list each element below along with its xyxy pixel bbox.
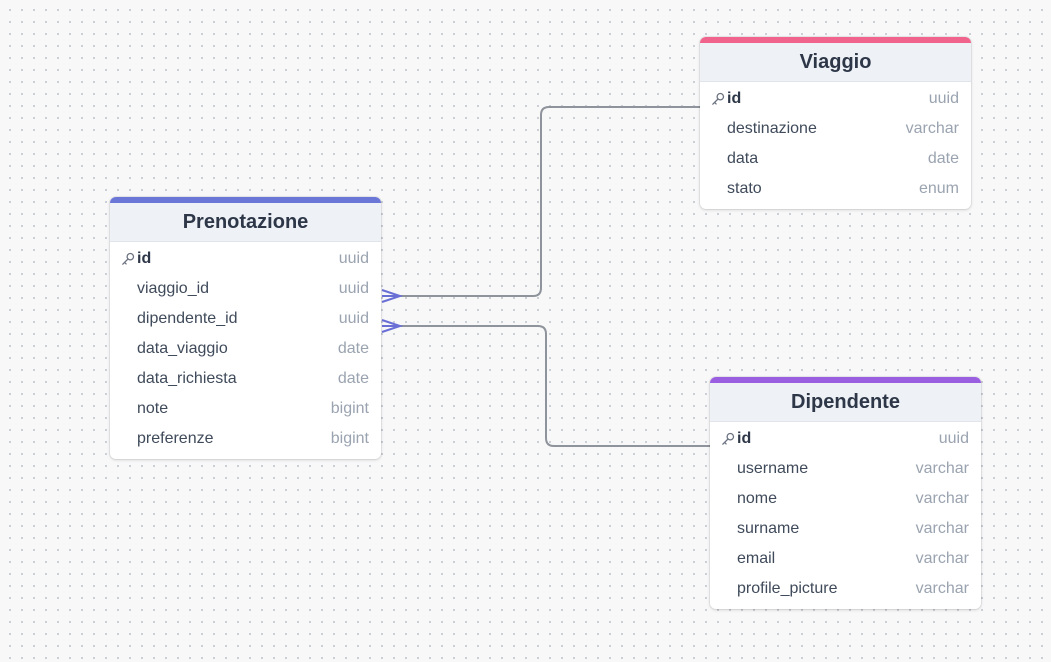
column-name: nome: [737, 490, 778, 507]
column-list: id uuid destinazione varchar data date stato en…: [700, 82, 971, 209]
table-dipendente[interactable]: Dipendente id uuid username varchar nome varc…: [710, 377, 981, 609]
column-type: uuid: [338, 250, 369, 267]
table-title: Prenotazione: [182, 210, 309, 233]
relation-line[interactable]: [381, 319, 710, 447]
column-name: stato: [727, 180, 762, 197]
table-title: Dipendente: [791, 390, 900, 413]
column-type: varchar: [915, 490, 969, 507]
column-name: surname: [737, 520, 800, 537]
column-name: username: [737, 460, 809, 477]
column-row-dipendente-id[interactable]: dipendente_id uuid: [110, 304, 381, 334]
table-header[interactable]: Prenotazione: [110, 197, 381, 242]
column-name: id: [137, 250, 152, 267]
column-type: uuid: [338, 310, 369, 327]
column-row-nome[interactable]: nome varchar: [710, 484, 981, 514]
column-type: uuid: [928, 90, 959, 107]
column-type: bigint: [330, 400, 369, 417]
column-row-profile-picture[interactable]: profile_picture varchar: [710, 574, 981, 604]
column-name: data_richiesta: [137, 370, 237, 387]
key-icon: [121, 252, 135, 266]
column-row-username[interactable]: username varchar: [710, 454, 981, 484]
column-name: data_viaggio: [137, 340, 228, 357]
table-header[interactable]: Viaggio: [700, 37, 971, 82]
crowfoot-marker: [381, 289, 404, 303]
column-row-data[interactable]: data date: [700, 144, 971, 174]
column-name: destinazione: [727, 120, 817, 137]
column-name: viaggio_id: [137, 280, 210, 297]
column-name: id: [737, 430, 752, 447]
column-name: profile_picture: [737, 580, 838, 597]
column-type: enum: [918, 180, 959, 197]
key-icon: [711, 92, 725, 106]
column-row-id[interactable]: id uuid: [110, 244, 381, 274]
column-type: varchar: [905, 120, 959, 137]
column-type: uuid: [938, 430, 969, 447]
column-row-destinazione[interactable]: destinazione varchar: [700, 114, 971, 144]
relation-line[interactable]: [381, 106, 700, 303]
column-type: varchar: [915, 580, 969, 597]
column-name: email: [737, 550, 776, 567]
column-type: varchar: [915, 460, 969, 477]
column-type: date: [337, 370, 369, 387]
table-header[interactable]: Dipendente: [710, 377, 981, 422]
column-row-surname[interactable]: surname varchar: [710, 514, 981, 544]
column-row-id[interactable]: id uuid: [710, 424, 981, 454]
column-row-preferenze[interactable]: preferenze bigint: [110, 424, 381, 454]
column-type: bigint: [330, 430, 369, 447]
column-type: varchar: [915, 550, 969, 567]
column-row-data-viaggio[interactable]: data_viaggio date: [110, 334, 381, 364]
column-list: id uuid username varchar nome varchar surname v…: [710, 422, 981, 609]
column-row-email[interactable]: email varchar: [710, 544, 981, 574]
column-name: data: [727, 150, 759, 167]
column-row-id[interactable]: id uuid: [700, 84, 971, 114]
column-name: dipendente_id: [137, 310, 238, 327]
column-type: varchar: [915, 520, 969, 537]
column-row-stato[interactable]: stato enum: [700, 174, 971, 204]
column-name: preferenze: [137, 430, 214, 447]
column-row-data-richiesta[interactable]: data_richiesta date: [110, 364, 381, 394]
column-name: id: [727, 90, 742, 107]
column-type: date: [337, 340, 369, 357]
table-title: Viaggio: [799, 50, 872, 73]
key-icon: [721, 432, 735, 446]
column-row-note[interactable]: note bigint: [110, 394, 381, 424]
crowfoot-marker: [381, 319, 404, 333]
column-row-viaggio-id[interactable]: viaggio_id uuid: [110, 274, 381, 304]
column-name: note: [137, 400, 169, 417]
column-type: uuid: [338, 280, 369, 297]
column-type: date: [927, 150, 959, 167]
